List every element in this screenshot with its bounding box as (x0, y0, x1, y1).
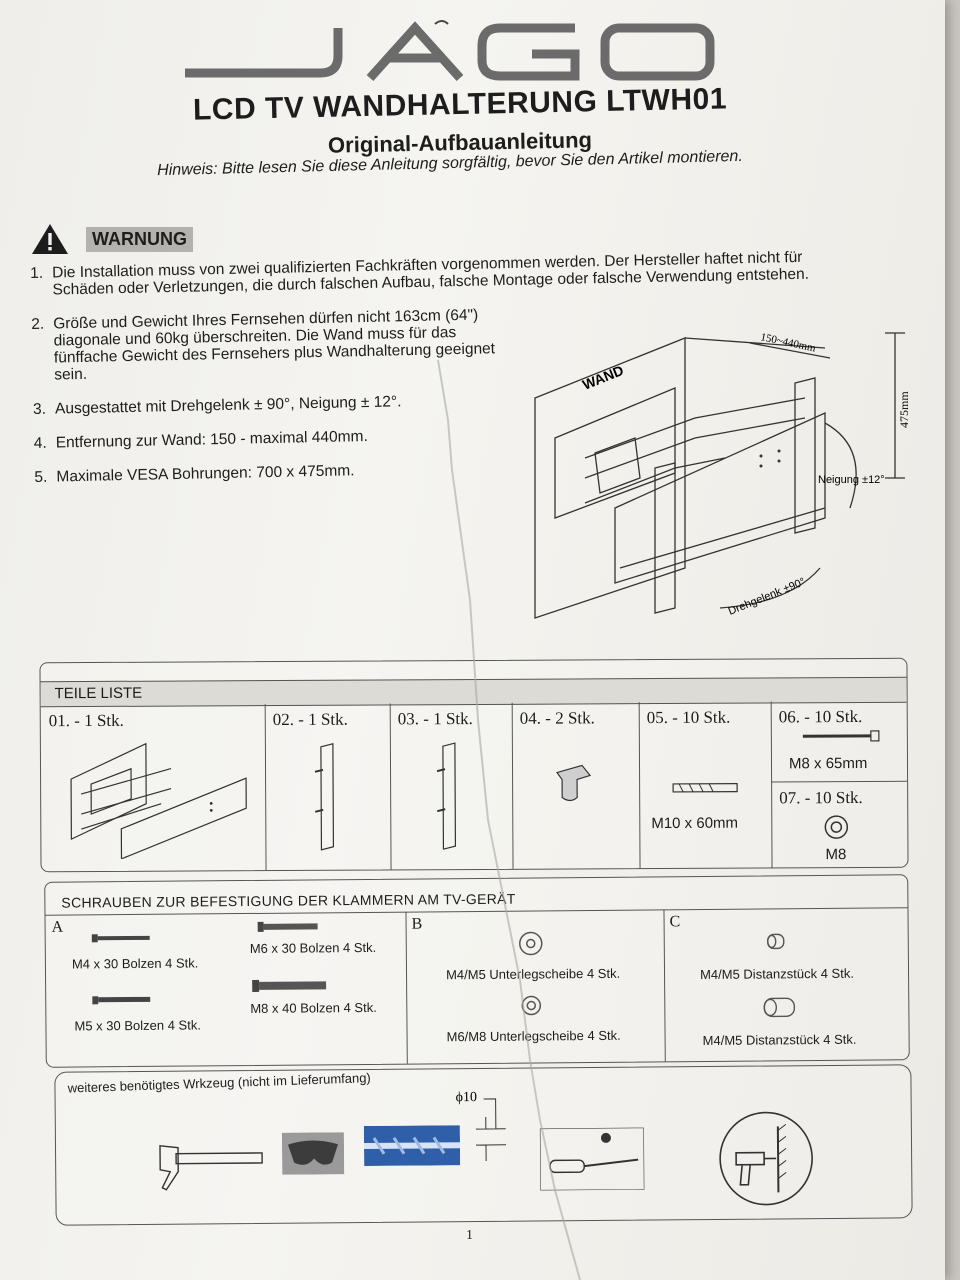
washer-icon (824, 815, 849, 839)
document-title: LCD TV WANDHALTERUNG LTWH01 (192, 82, 728, 127)
parts-row: 01. - 1 Stk. 02. - 1 Stk. (40, 701, 908, 872)
spacer-icon (763, 997, 796, 1018)
spacer-icon (767, 933, 785, 950)
part-02: 02. - 1 Stk. (264, 703, 392, 871)
parts-list: TEILE LISTE 01. - 1 Stk. 02. - 1 Stk. (39, 657, 909, 873)
wall-label: WAND (580, 362, 626, 393)
screwdriver-icon (539, 1127, 645, 1191)
part-01: 01. - 1 Stk. (40, 704, 267, 872)
part-06-size: M8 x 65mm (788, 754, 868, 773)
washer-icon (521, 995, 542, 1016)
part-05-size: M10 x 60mm (651, 814, 739, 833)
bracket-icon (314, 742, 335, 851)
page-number: 1 (466, 1228, 473, 1243)
screws-group-b: B M4/M5 Unterlegscheibe 4 Stk. M6/M8 Unt… (405, 909, 666, 1064)
tools-section: weiteres benötigtes Wrkzeug (nicht im Li… (54, 1064, 913, 1226)
part-05: 05. - 10 Stk. M10 x 60mm (638, 701, 773, 869)
bracket-icon (436, 742, 457, 850)
arm-assembly-icon (70, 742, 247, 860)
knob-icon (556, 764, 592, 802)
drilling-icon (719, 1111, 813, 1206)
part-06-07: 06. - 10 Stk. M8 x 65mm 07. - 10 Stk. M8 (771, 701, 908, 868)
mount-diagram: WAND 150~440mm 475mm Neigung ±12° Drehge… (534, 331, 911, 619)
tools-heading: weiteres benötigtes Wrkzeug (nicht im Li… (67, 1070, 371, 1096)
bolt-icon (92, 996, 151, 1005)
bolt-icon (257, 921, 318, 932)
warning-triangle-icon (32, 224, 68, 254)
warning-header: WARNUNG (30, 222, 193, 256)
drill-bit-icon (363, 1125, 461, 1167)
tilt-label: Neigung ±12° (818, 474, 885, 486)
brand-logo (185, 20, 715, 82)
drill-size-label: ϕ10 (456, 1090, 478, 1105)
bolt-icon (91, 934, 150, 943)
drill-size-marker: ϕ10 (456, 1090, 507, 1161)
lag-screw-icon (802, 730, 880, 742)
screws-heading: SCHRAUBEN ZUR BEFESTIGUNG DER KLAMMERN A… (61, 890, 516, 911)
bolt-icon (252, 979, 327, 992)
part-07: 07. - 10 Stk. M8 (771, 780, 908, 868)
safety-glasses-icon (281, 1132, 345, 1175)
depth-label: 150~440mm (759, 331, 817, 354)
washer-icon (519, 931, 543, 956)
screws-group-a: A M4 x 30 Bolzen 4 Stk. M6 x 30 Bolzen 4… (45, 911, 408, 1067)
part-07-size: M8 (825, 846, 847, 864)
wall-anchor-icon (672, 783, 738, 793)
part-04: 04. - 2 Stk. (511, 702, 641, 869)
part-03: 03. - 1 Stk. (389, 702, 514, 870)
swivel-label: Drehgelenk ±90° (727, 576, 808, 618)
tv-screws-section: SCHRAUBEN ZUR BEFESTIGUNG DER KLAMMERN A… (44, 874, 910, 1068)
screws-group-c: C M4/M5 Distanzstück 4 Stk. M4/M5 Distan… (669, 913, 857, 1049)
hammer-icon (159, 1145, 263, 1191)
warning-label: WARNUNG (86, 226, 193, 252)
height-label: 475mm (897, 391, 911, 428)
